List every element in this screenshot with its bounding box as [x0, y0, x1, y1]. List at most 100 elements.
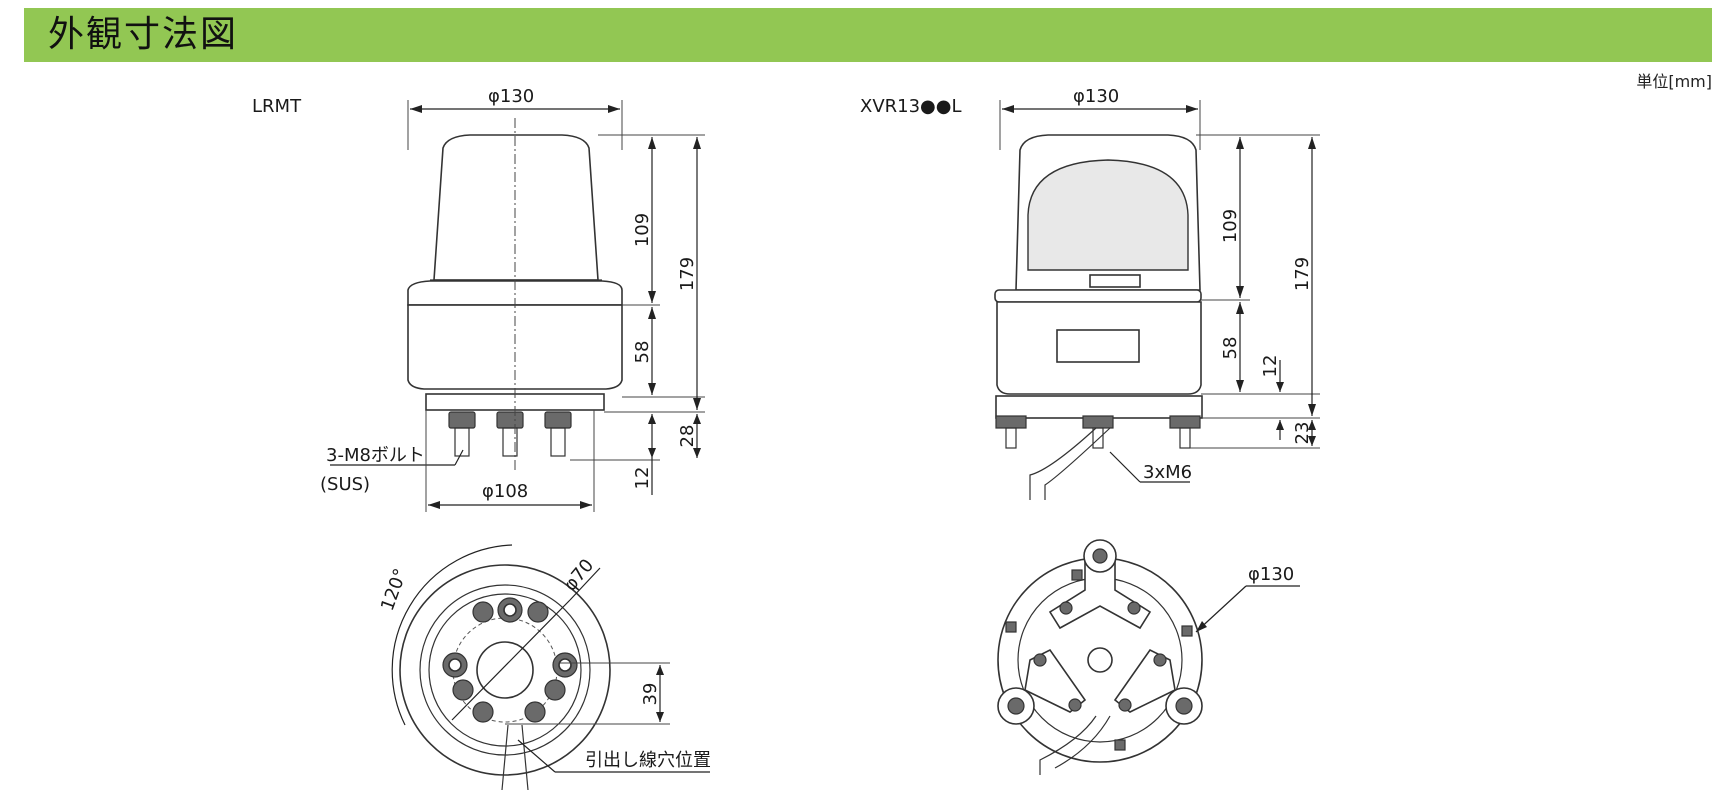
dark: [1033, 653, 1047, 667]
arrow: [648, 307, 656, 319]
arrow: [693, 448, 701, 458]
arrow: [648, 137, 656, 149]
lrmt-top-diameter: φ130: [488, 86, 534, 107]
lrmt-bolt-nut-1: [448, 411, 476, 429]
dark: [995, 415, 1027, 429]
xvr-bottom-cable: [1039, 715, 1111, 775]
outline: [503, 603, 517, 617]
arrow: [1276, 420, 1284, 430]
arrow: [1236, 137, 1244, 149]
arrow: [648, 448, 656, 458]
lrmt-dome: [433, 134, 599, 281]
dark: [472, 601, 494, 623]
lrmt-dome-height: 109: [632, 213, 653, 247]
arrow: [648, 291, 656, 303]
dim: [517, 739, 556, 773]
dark: [1181, 625, 1193, 637]
dark: [1082, 415, 1114, 429]
arrow: [1002, 105, 1014, 113]
dark: [1175, 697, 1193, 715]
dark: [1127, 601, 1141, 615]
unit-note: 単位[mm]: [1636, 72, 1712, 91]
dark: [524, 701, 546, 723]
lrmt-centre-hole: [476, 641, 534, 699]
xvr-bolt-length: 23: [1292, 422, 1313, 445]
dark: [472, 701, 494, 723]
header-bar: 外観寸法図: [24, 8, 1712, 62]
arrow: [656, 712, 664, 722]
arrow: [1236, 302, 1244, 314]
lrmt-cable-hole-label: 引出し線穴位置: [585, 750, 711, 771]
arrow: [1308, 137, 1316, 149]
lrmt-angle: 120°: [377, 566, 412, 614]
arrow: [608, 105, 620, 113]
lrmt-bolt-leader-tip: [454, 449, 464, 466]
thin: [1005, 427, 1017, 449]
lrmt-bottom-ring-2: [428, 593, 582, 747]
arrow: [1196, 621, 1207, 632]
dark: [527, 601, 549, 623]
xvr-centre-hole: [1087, 647, 1113, 673]
arrow: [1308, 436, 1316, 446]
thin: [1092, 427, 1104, 449]
lrmt-bolt-label: 3-M8ボルト: [326, 445, 425, 466]
dark: [1059, 601, 1073, 615]
thin: [1179, 427, 1191, 449]
xvr-bolts: [995, 415, 1201, 449]
arrow: [428, 501, 440, 509]
dark: [452, 679, 474, 701]
dark: [1169, 415, 1201, 429]
lrmt-angle-arc: [391, 544, 513, 726]
dim: [1109, 451, 1141, 483]
dark: [1092, 548, 1108, 564]
arrow: [1186, 105, 1198, 113]
lrmt-bolt-length: 28: [677, 425, 698, 448]
dark: [1068, 698, 1082, 712]
xvr-lamp-base: [1089, 274, 1141, 288]
arrow: [1236, 286, 1244, 298]
lrmt-bolt-material: (SUS): [320, 474, 370, 495]
xvr-base: [995, 395, 1203, 419]
xvr-bottom-brackets: [997, 539, 1203, 751]
xvr-rim: [994, 289, 1202, 303]
xvr-model-name: XVR13●●L: [860, 96, 962, 117]
outline: [448, 658, 462, 672]
lrmt-total-height: 179: [677, 257, 698, 291]
xvr-lamp: [1027, 159, 1189, 271]
lrmt-bolt-tip: 12: [632, 467, 653, 490]
xvr-cable: [1029, 427, 1111, 500]
xvr-top-diameter: φ130: [1073, 86, 1119, 107]
arrow: [648, 383, 656, 395]
lrmt-bottom-view: φ70 120° 39 引出し線穴位置: [377, 544, 711, 791]
lrmt-bolt-nut-2: [496, 411, 524, 429]
xvr-bottom-diameter: φ130: [1248, 564, 1294, 585]
xvr-base-height: 12: [1260, 355, 1281, 378]
arrow: [580, 501, 592, 509]
lrmt-bolt-nut-3: [544, 411, 572, 429]
dark: [1071, 569, 1083, 581]
dark: [1153, 653, 1167, 667]
arrow: [1236, 380, 1244, 392]
page-title: 外観寸法図: [48, 14, 239, 55]
dark: [1005, 621, 1017, 633]
arrow: [693, 414, 701, 424]
xvr-label-window: [1056, 329, 1140, 363]
lrmt-bolts: [448, 411, 572, 457]
xvr-side-view: XVR13●●L φ130 109: [860, 86, 1320, 500]
lrmt-side-view: LRMT φ130: [252, 86, 705, 512]
arrow: [656, 665, 664, 675]
lrmt-bolt-3: [550, 427, 566, 457]
lrmt-base-diameter: φ108: [482, 481, 528, 502]
arrow: [1308, 404, 1316, 416]
arrow: [410, 105, 422, 113]
outline: [1048, 559, 1152, 630]
arrow: [1276, 382, 1284, 392]
xvr-total-height: 179: [1292, 257, 1313, 291]
dark: [1114, 739, 1126, 751]
lrmt-body-height: 58: [632, 341, 653, 364]
arrow: [1308, 420, 1316, 430]
outline: [558, 658, 572, 672]
xvr-bottom-view: φ130: [997, 539, 1300, 775]
arrow: [693, 137, 701, 149]
dim: [569, 567, 601, 601]
